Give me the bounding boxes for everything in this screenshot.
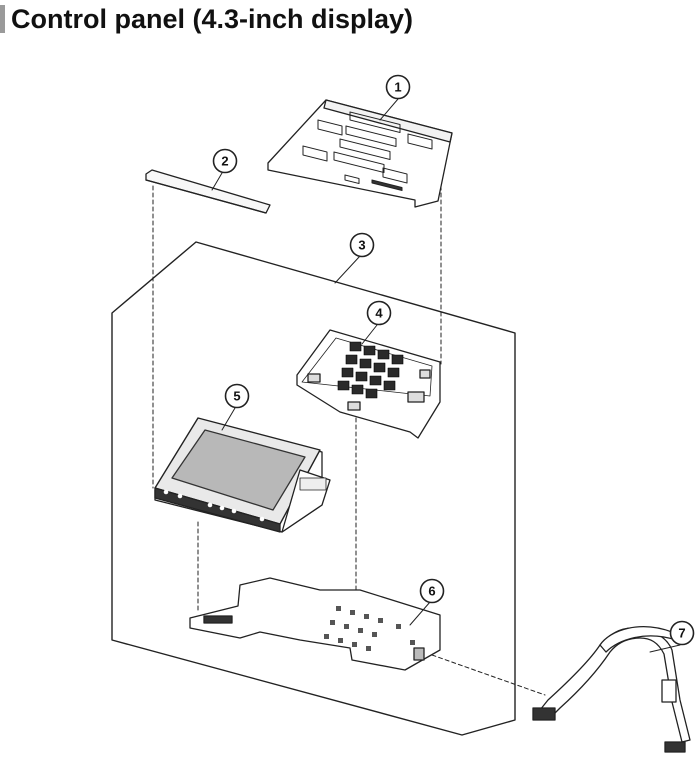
callout-5: 5: [224, 383, 250, 409]
part-6-main-board: [189, 577, 441, 671]
callout-leaders: [211, 98, 681, 653]
part-4-keypad-board: [296, 329, 441, 439]
callout-2: 2: [212, 148, 238, 174]
callout-6-label: 6: [428, 584, 435, 599]
part-5-display-module: [154, 417, 331, 533]
callout-7: 7: [669, 620, 695, 646]
callout-6: 6: [419, 578, 445, 604]
page-title: Control panel (4.3-inch display): [11, 3, 414, 34]
part-7-ribbon-cable: [532, 626, 691, 753]
callout-4: 4: [366, 300, 392, 326]
callouts: 1 2 3 4 5 6 7: [212, 74, 695, 646]
assembly-box-outline: [111, 241, 516, 736]
callout-7-label: 7: [678, 626, 685, 641]
callout-1: 1: [385, 74, 411, 100]
callout-5-label: 5: [233, 389, 240, 404]
part-1-bezel-cover: [267, 99, 453, 208]
callout-4-label: 4: [375, 306, 383, 321]
page-header: Control panel (4.3-inch display): [0, 2, 413, 36]
callout-2-label: 2: [221, 154, 228, 169]
part-2-trim-strip: [145, 169, 271, 214]
title-accent-bar: [0, 5, 5, 33]
callout-3-label: 3: [358, 238, 365, 253]
callout-1-label: 1: [394, 80, 401, 95]
callout-3: 3: [349, 232, 375, 258]
